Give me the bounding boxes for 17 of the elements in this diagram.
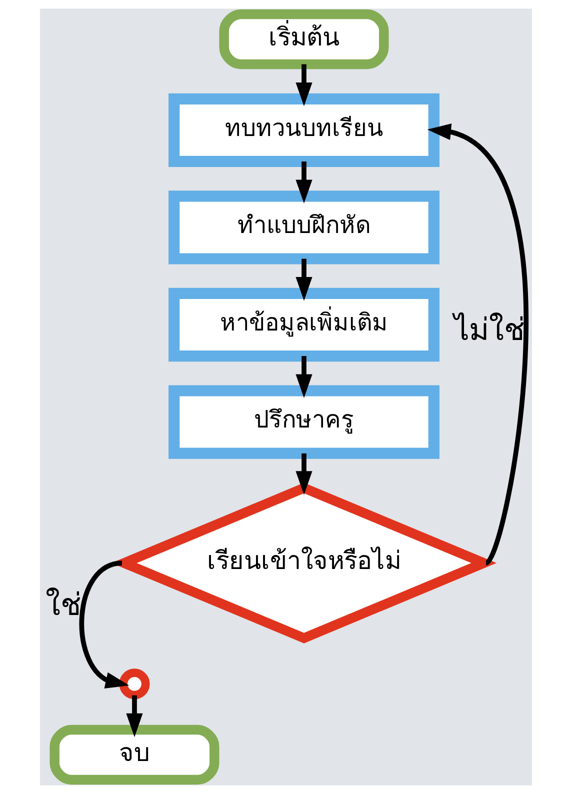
node-box: ปรึกษาครู — [168, 385, 440, 459]
arrow — [296, 453, 312, 495]
node-box: จบ — [50, 724, 220, 785]
node-box: ทำแบบฝึกหัด — [168, 190, 440, 264]
arrow — [79, 560, 130, 689]
node-box: ทบทวนบทเรียน — [168, 93, 440, 168]
edge-label: ใช่ — [46, 588, 82, 624]
arrow — [427, 124, 528, 565]
node-box: เริ่มต้น — [219, 9, 389, 70]
arrow — [296, 258, 312, 301]
arrow — [126, 695, 143, 738]
edge-label: ไม่ใช่ — [454, 313, 525, 348]
node-circle — [119, 668, 150, 700]
arrow — [296, 162, 312, 204]
arrow — [296, 64, 312, 106]
node-box: หาข้อมูลเพิ่มเติม — [168, 288, 440, 362]
arrow — [296, 356, 312, 398]
